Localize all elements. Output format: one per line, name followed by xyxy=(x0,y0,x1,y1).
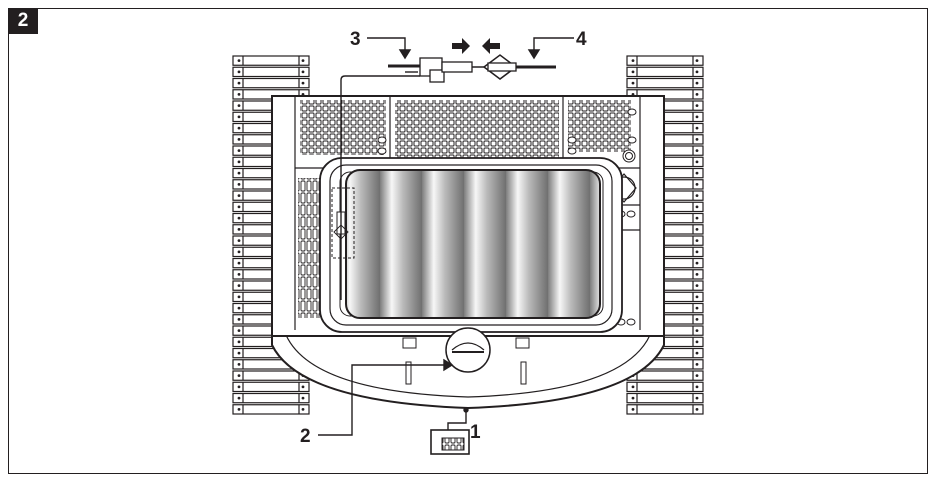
roller-band xyxy=(506,170,548,318)
track-segment xyxy=(626,66,704,78)
callout-label-1: 1 xyxy=(470,422,481,443)
top-vent-grilles xyxy=(298,100,631,318)
connection-arrows xyxy=(452,38,500,54)
track-segment xyxy=(232,77,310,89)
callout-1-leader xyxy=(447,410,467,430)
roller-band xyxy=(548,170,590,318)
track-segment xyxy=(232,404,310,415)
arrow-right-icon xyxy=(452,38,470,54)
track-segment xyxy=(232,381,310,393)
track-segment xyxy=(232,55,310,66)
callout-3-leader xyxy=(367,37,406,50)
figure-number-badge: 2 xyxy=(8,8,38,34)
power-cable-connector xyxy=(340,54,556,300)
track-segment xyxy=(232,66,310,78)
screw-fixtures xyxy=(377,108,637,326)
bottom-control-area xyxy=(402,327,530,455)
track-segment xyxy=(232,392,310,404)
callout-2-leader xyxy=(318,364,444,436)
figure-frame xyxy=(8,8,928,474)
track-segment xyxy=(626,404,704,415)
callout-label-2: 2 xyxy=(300,426,311,447)
track-segment xyxy=(626,55,704,66)
roller-band xyxy=(464,170,506,318)
callout-4-leader xyxy=(533,37,574,50)
callout-label-4: 4 xyxy=(576,29,587,50)
track-segment xyxy=(626,381,704,393)
roller-band xyxy=(380,170,422,318)
arrow-left-icon xyxy=(482,38,500,54)
callout-label-3: 3 xyxy=(350,29,361,50)
roller-band xyxy=(422,170,464,318)
track-segment xyxy=(626,77,704,89)
roller-band xyxy=(590,170,600,318)
brush-roller xyxy=(345,169,601,319)
track-segment xyxy=(626,392,704,404)
callout-leaders xyxy=(318,37,574,436)
roller-band xyxy=(346,170,380,318)
